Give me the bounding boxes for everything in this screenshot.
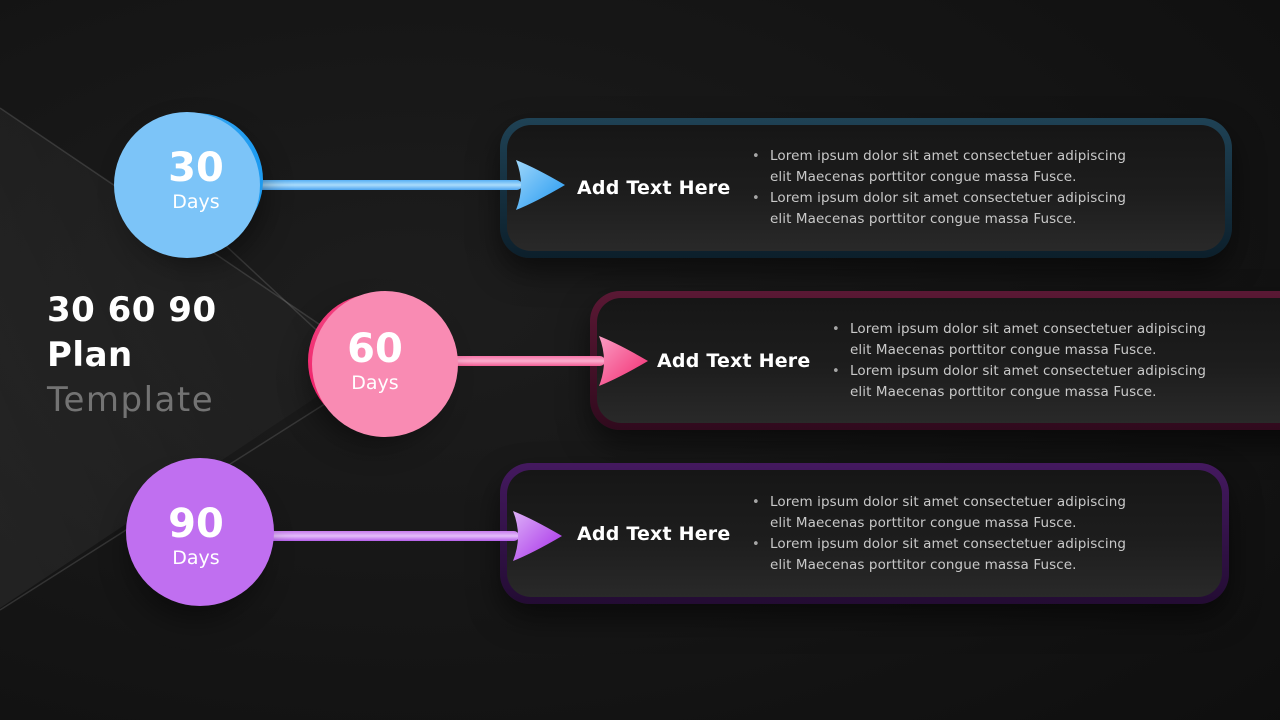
- slide-title: 30 60 90 Plan Template: [47, 288, 217, 423]
- slide-title-line3: Template: [47, 380, 215, 420]
- milestone-card-90: Add Text Here • Lorem ipsum dolor sit am…: [500, 463, 1229, 604]
- bullet-item: • Lorem ipsum dolor sit amet consectetue…: [752, 492, 1135, 534]
- bullet-dot-icon: •: [752, 494, 760, 510]
- milestone-badge-60: 60 Days: [308, 294, 442, 428]
- milestone-card-30: Add Text Here • Lorem ipsum dolor sit am…: [500, 118, 1232, 258]
- arrow-connector-60-icon: [415, 336, 648, 386]
- bullet-item: • Lorem ipsum dolor sit amet consectetue…: [752, 146, 1135, 188]
- badge-unit: Days: [351, 372, 399, 394]
- milestone-card-60: Add Text Here • Lorem ipsum dolor sit am…: [590, 291, 1280, 430]
- milestone-badge-90: 90 Days: [129, 469, 263, 603]
- bullet-dot-icon: •: [752, 191, 760, 206]
- card-bullet-list: • Lorem ipsum dolor sit amet consectetue…: [752, 492, 1135, 576]
- bullet-dot-icon: •: [752, 149, 760, 164]
- bullet-item: • Lorem ipsum dolor sit amet consectetue…: [832, 319, 1215, 361]
- bullet-dot-icon: •: [832, 321, 840, 337]
- bullet-text-placeholder[interactable]: Lorem ipsum dolor sit amet consectetuer …: [770, 535, 1127, 573]
- card-bullet-list: • Lorem ipsum dolor sit amet consectetue…: [832, 319, 1215, 403]
- background-wedge: [0, 108, 372, 608]
- card-heading-placeholder[interactable]: Add Text Here: [577, 177, 731, 199]
- milestone-card-30-body: Add Text Here • Lorem ipsum dolor sit am…: [507, 125, 1225, 251]
- bullet-dot-icon: •: [832, 363, 840, 379]
- badge-number: 60: [347, 326, 403, 372]
- bullet-text-placeholder[interactable]: Lorem ipsum dolor sit amet consectetuer …: [770, 493, 1127, 531]
- bullet-text-placeholder[interactable]: Lorem ipsum dolor sit amet consectetuer …: [770, 148, 1127, 185]
- card-bullet-list: • Lorem ipsum dolor sit amet consectetue…: [752, 146, 1135, 230]
- bullet-text-placeholder[interactable]: Lorem ipsum dolor sit amet consectetuer …: [850, 320, 1207, 358]
- milestone-badge-30: 30 Days: [129, 113, 263, 247]
- bullet-item: • Lorem ipsum dolor sit amet consectetue…: [752, 188, 1135, 230]
- milestone-card-60-body: Add Text Here • Lorem ipsum dolor sit am…: [597, 298, 1280, 423]
- card-heading-placeholder[interactable]: Add Text Here: [577, 522, 731, 545]
- bullet-item: • Lorem ipsum dolor sit amet consectetue…: [832, 361, 1215, 403]
- card-heading-placeholder[interactable]: Add Text Here: [657, 349, 811, 372]
- badge-unit: Days: [172, 547, 220, 569]
- slide-title-line2: Plan: [47, 335, 133, 375]
- bullet-text-placeholder[interactable]: Lorem ipsum dolor sit amet consectetuer …: [770, 190, 1127, 227]
- arrow-connector-30-icon: [230, 160, 565, 210]
- slide-title-line1: 30 60 90: [47, 290, 217, 330]
- badge-number: 30: [168, 145, 224, 191]
- badge-unit: Days: [172, 191, 220, 213]
- bullet-text-placeholder[interactable]: Lorem ipsum dolor sit amet consectetuer …: [850, 362, 1207, 400]
- arrow-connector-90-icon: [230, 511, 562, 561]
- milestone-card-90-body: Add Text Here • Lorem ipsum dolor sit am…: [507, 470, 1222, 597]
- bullet-dot-icon: •: [752, 536, 760, 552]
- bullet-item: • Lorem ipsum dolor sit amet consectetue…: [752, 534, 1135, 576]
- badge-number: 90: [168, 501, 224, 547]
